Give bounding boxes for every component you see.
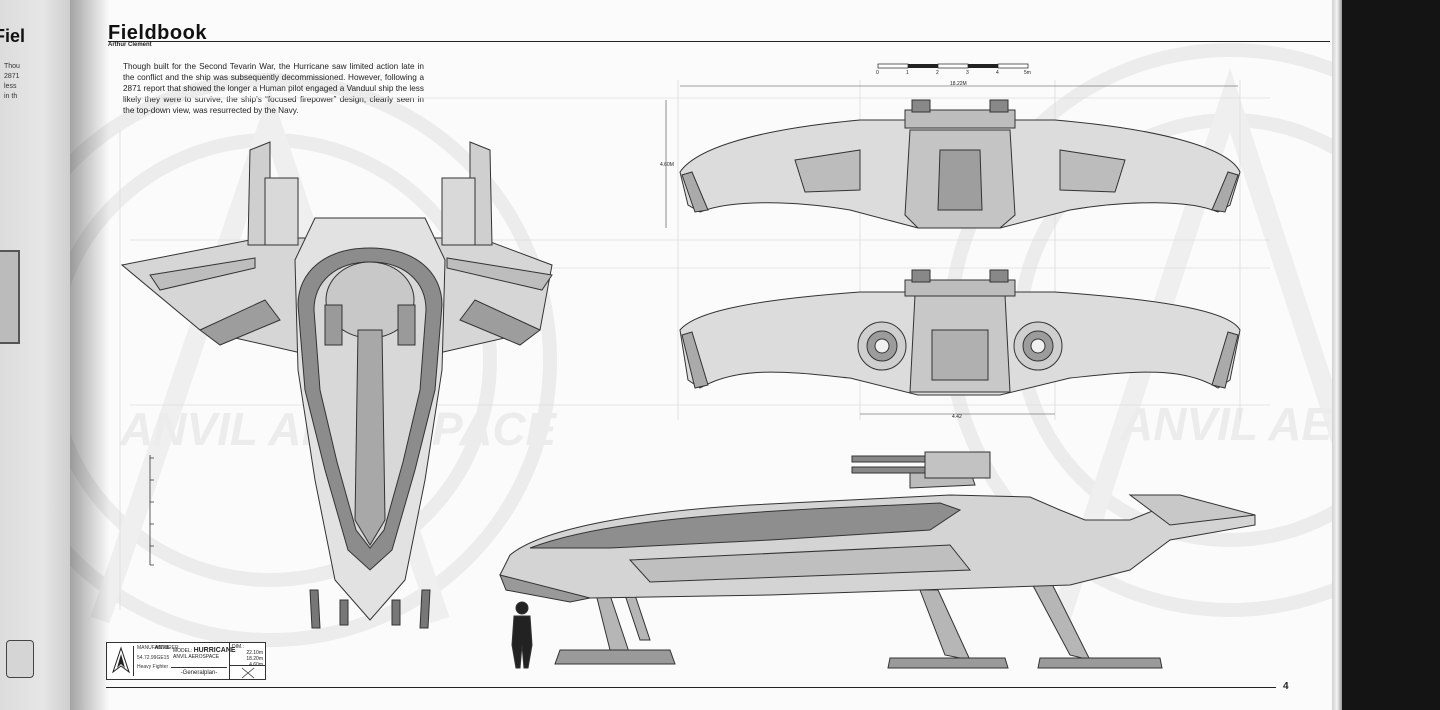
vertical-scale bbox=[149, 455, 154, 566]
previous-page-title: Fiel bbox=[0, 26, 26, 46]
scale-tick-0: 0 bbox=[876, 70, 879, 76]
intro-paragraph: Though built for the Second Tevarin War,… bbox=[123, 62, 424, 115]
front-view-top bbox=[679, 99, 1241, 229]
manufacturer-label: MANUFACTURER bbox=[137, 645, 179, 651]
current-page: ANVIL AEROSPACE ANVIL AE Fieldbook Arthu… bbox=[70, 0, 1332, 710]
top-down-view bbox=[120, 141, 553, 629]
drawing-type: -Generalplan- bbox=[171, 667, 227, 678]
previous-page-logo bbox=[6, 640, 34, 678]
height-dimension: 4.60M bbox=[660, 162, 674, 168]
dim-width: 18.20m bbox=[246, 656, 263, 662]
author-name: Arthur Clement bbox=[108, 42, 152, 48]
ship-role: Heavy Fighter bbox=[137, 664, 169, 670]
model-block: MODEL: HURRICANE ANVIL AEROSPACE bbox=[173, 647, 236, 660]
scale-tick-3: 3 bbox=[966, 70, 969, 76]
watermark-text-right: ANVIL AE bbox=[1119, 398, 1332, 450]
scale-tick-1: 1 bbox=[906, 70, 909, 76]
scale-bar: 0 1 2 3 4 5m bbox=[876, 63, 1031, 76]
previous-page[interactable]: Fiel Thou 2871 less in th bbox=[0, 0, 70, 710]
previous-page-emblem bbox=[0, 250, 20, 344]
dimensions-block: DIM.: 22.10m 18.20m 4.60m bbox=[229, 643, 265, 668]
model-name: HURRICANE bbox=[193, 647, 236, 654]
serial-number: 54.72.99GE15 bbox=[137, 655, 170, 661]
cross-mark-icon bbox=[229, 665, 266, 680]
scale-tick-2: 2 bbox=[936, 70, 939, 76]
page-edge bbox=[1332, 0, 1342, 710]
bottom-rule bbox=[106, 687, 1276, 688]
dimension-lines bbox=[665, 85, 1238, 415]
manufacturer-value: ANVIL bbox=[155, 645, 170, 651]
anvil-logo-icon bbox=[109, 646, 134, 676]
previous-page-text: Thou 2871 less in th bbox=[4, 63, 20, 100]
width-dimension: 18.22M bbox=[950, 81, 967, 87]
page-title: Fieldbook bbox=[108, 22, 207, 44]
scale-tick-4: 4 bbox=[996, 70, 999, 76]
drawing-title-block: MANUFACTURER ANVIL 54.72.99GE15 Heavy Fi… bbox=[106, 642, 266, 680]
dim-length: 22.10m bbox=[246, 650, 263, 656]
model-label: MODEL: bbox=[173, 648, 193, 654]
viewer-background bbox=[1342, 0, 1440, 710]
blueprint-drawing: 0 1 2 3 4 5m 18.22M 4.60M 4.42 bbox=[119, 63, 1270, 669]
side-view bbox=[499, 451, 1256, 669]
title-rule bbox=[108, 41, 1330, 42]
model-maker: ANVIL AEROSPACE bbox=[173, 654, 220, 660]
scale-tick-5: 5m bbox=[1024, 70, 1031, 76]
rear-view bbox=[679, 269, 1241, 396]
engine-span-dimension: 4.42 bbox=[952, 414, 962, 420]
page-number: 4 bbox=[1283, 681, 1289, 692]
dims-label: DIM.: bbox=[232, 644, 244, 650]
